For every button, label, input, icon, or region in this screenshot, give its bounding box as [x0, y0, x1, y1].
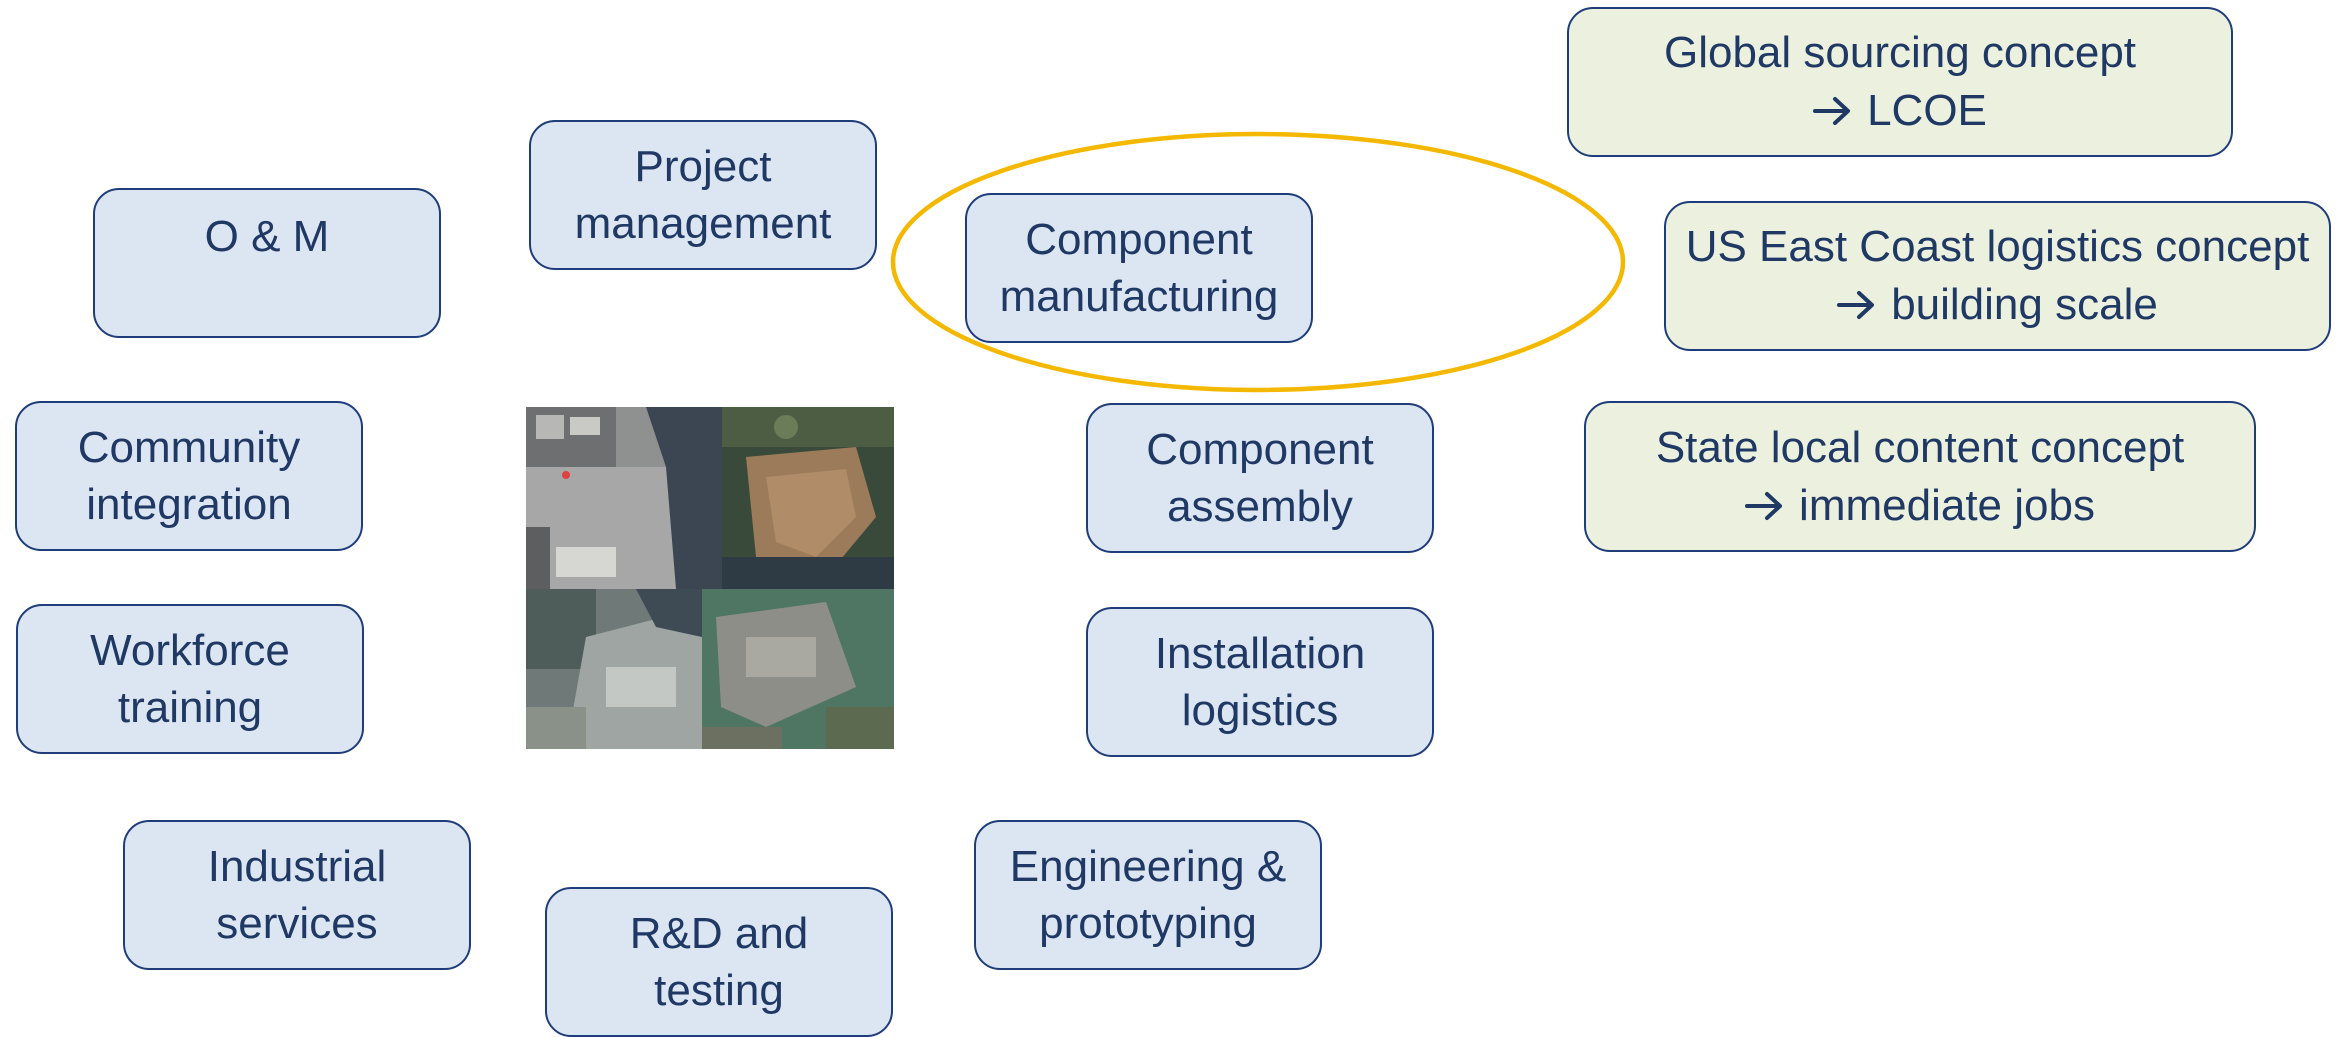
community-integration-label: Community integration — [77, 423, 301, 529]
state-local-content-concept-title: State local content concept — [1655, 422, 2185, 472]
component-manufacturing-label: Component manufacturing — [999, 215, 1279, 321]
industrial-services-box: Industrial services — [123, 820, 471, 970]
us-east-coast-concept-title: US East Coast logistics concept — [1685, 222, 2310, 271]
us-east-coast-result-line: building scale — [1837, 276, 2158, 334]
workforce-training-box: Workforce training — [16, 604, 364, 754]
arrow-right-icon — [1813, 95, 1853, 127]
port-aerial-photo-3 — [526, 589, 702, 749]
global-sourcing-concept-title: Global sourcing concept — [1663, 28, 2137, 77]
port-aerial-photo-4 — [702, 589, 894, 749]
component-assembly-box: Component assembly — [1086, 403, 1434, 553]
project-management-box: Project management — [529, 120, 877, 270]
port-aerial-photo-1 — [526, 407, 722, 589]
community-integration-box: Community integration — [15, 401, 363, 551]
global-sourcing-concept-box: Global sourcing concept LCOE — [1567, 7, 2233, 157]
aerial-photo-collage-icon — [526, 407, 894, 749]
state-local-content-concept-box: State local content concept immediate jo… — [1584, 401, 2256, 552]
global-sourcing-concept-result: LCOE — [1867, 86, 1987, 135]
engineering-prototyping-box: Engineering & prototyping — [974, 820, 1322, 970]
arrow-right-icon — [1745, 490, 1785, 522]
global-sourcing-result-line: LCOE — [1813, 82, 1987, 140]
engineering-prototyping-label: Engineering & prototyping — [1009, 842, 1287, 948]
us-east-coast-concept-result: building scale — [1891, 280, 2158, 329]
arrow-right-icon — [1837, 289, 1877, 321]
state-local-content-result-line: immediate jobs — [1745, 477, 2095, 535]
rd-testing-box: R&D and testing — [545, 887, 893, 1037]
rd-testing-label: R&D and testing — [629, 909, 809, 1015]
industrial-services-label: Industrial services — [207, 842, 387, 948]
component-assembly-label: Component assembly — [1146, 425, 1374, 531]
installation-logistics-label: Installation logistics — [1154, 629, 1366, 735]
workforce-training-label: Workforce training — [90, 626, 290, 732]
us-east-coast-concept-box: US East Coast logistics concept building… — [1664, 201, 2331, 351]
project-management-label: Project management — [574, 142, 832, 248]
om-label: O & M — [204, 212, 330, 261]
om-box: O & M — [93, 188, 441, 338]
state-local-content-concept-result: immediate jobs — [1799, 480, 2095, 530]
installation-logistics-box: Installation logistics — [1086, 607, 1434, 757]
port-aerial-photo-2 — [722, 407, 894, 589]
component-manufacturing-box: Component manufacturing — [965, 193, 1313, 343]
